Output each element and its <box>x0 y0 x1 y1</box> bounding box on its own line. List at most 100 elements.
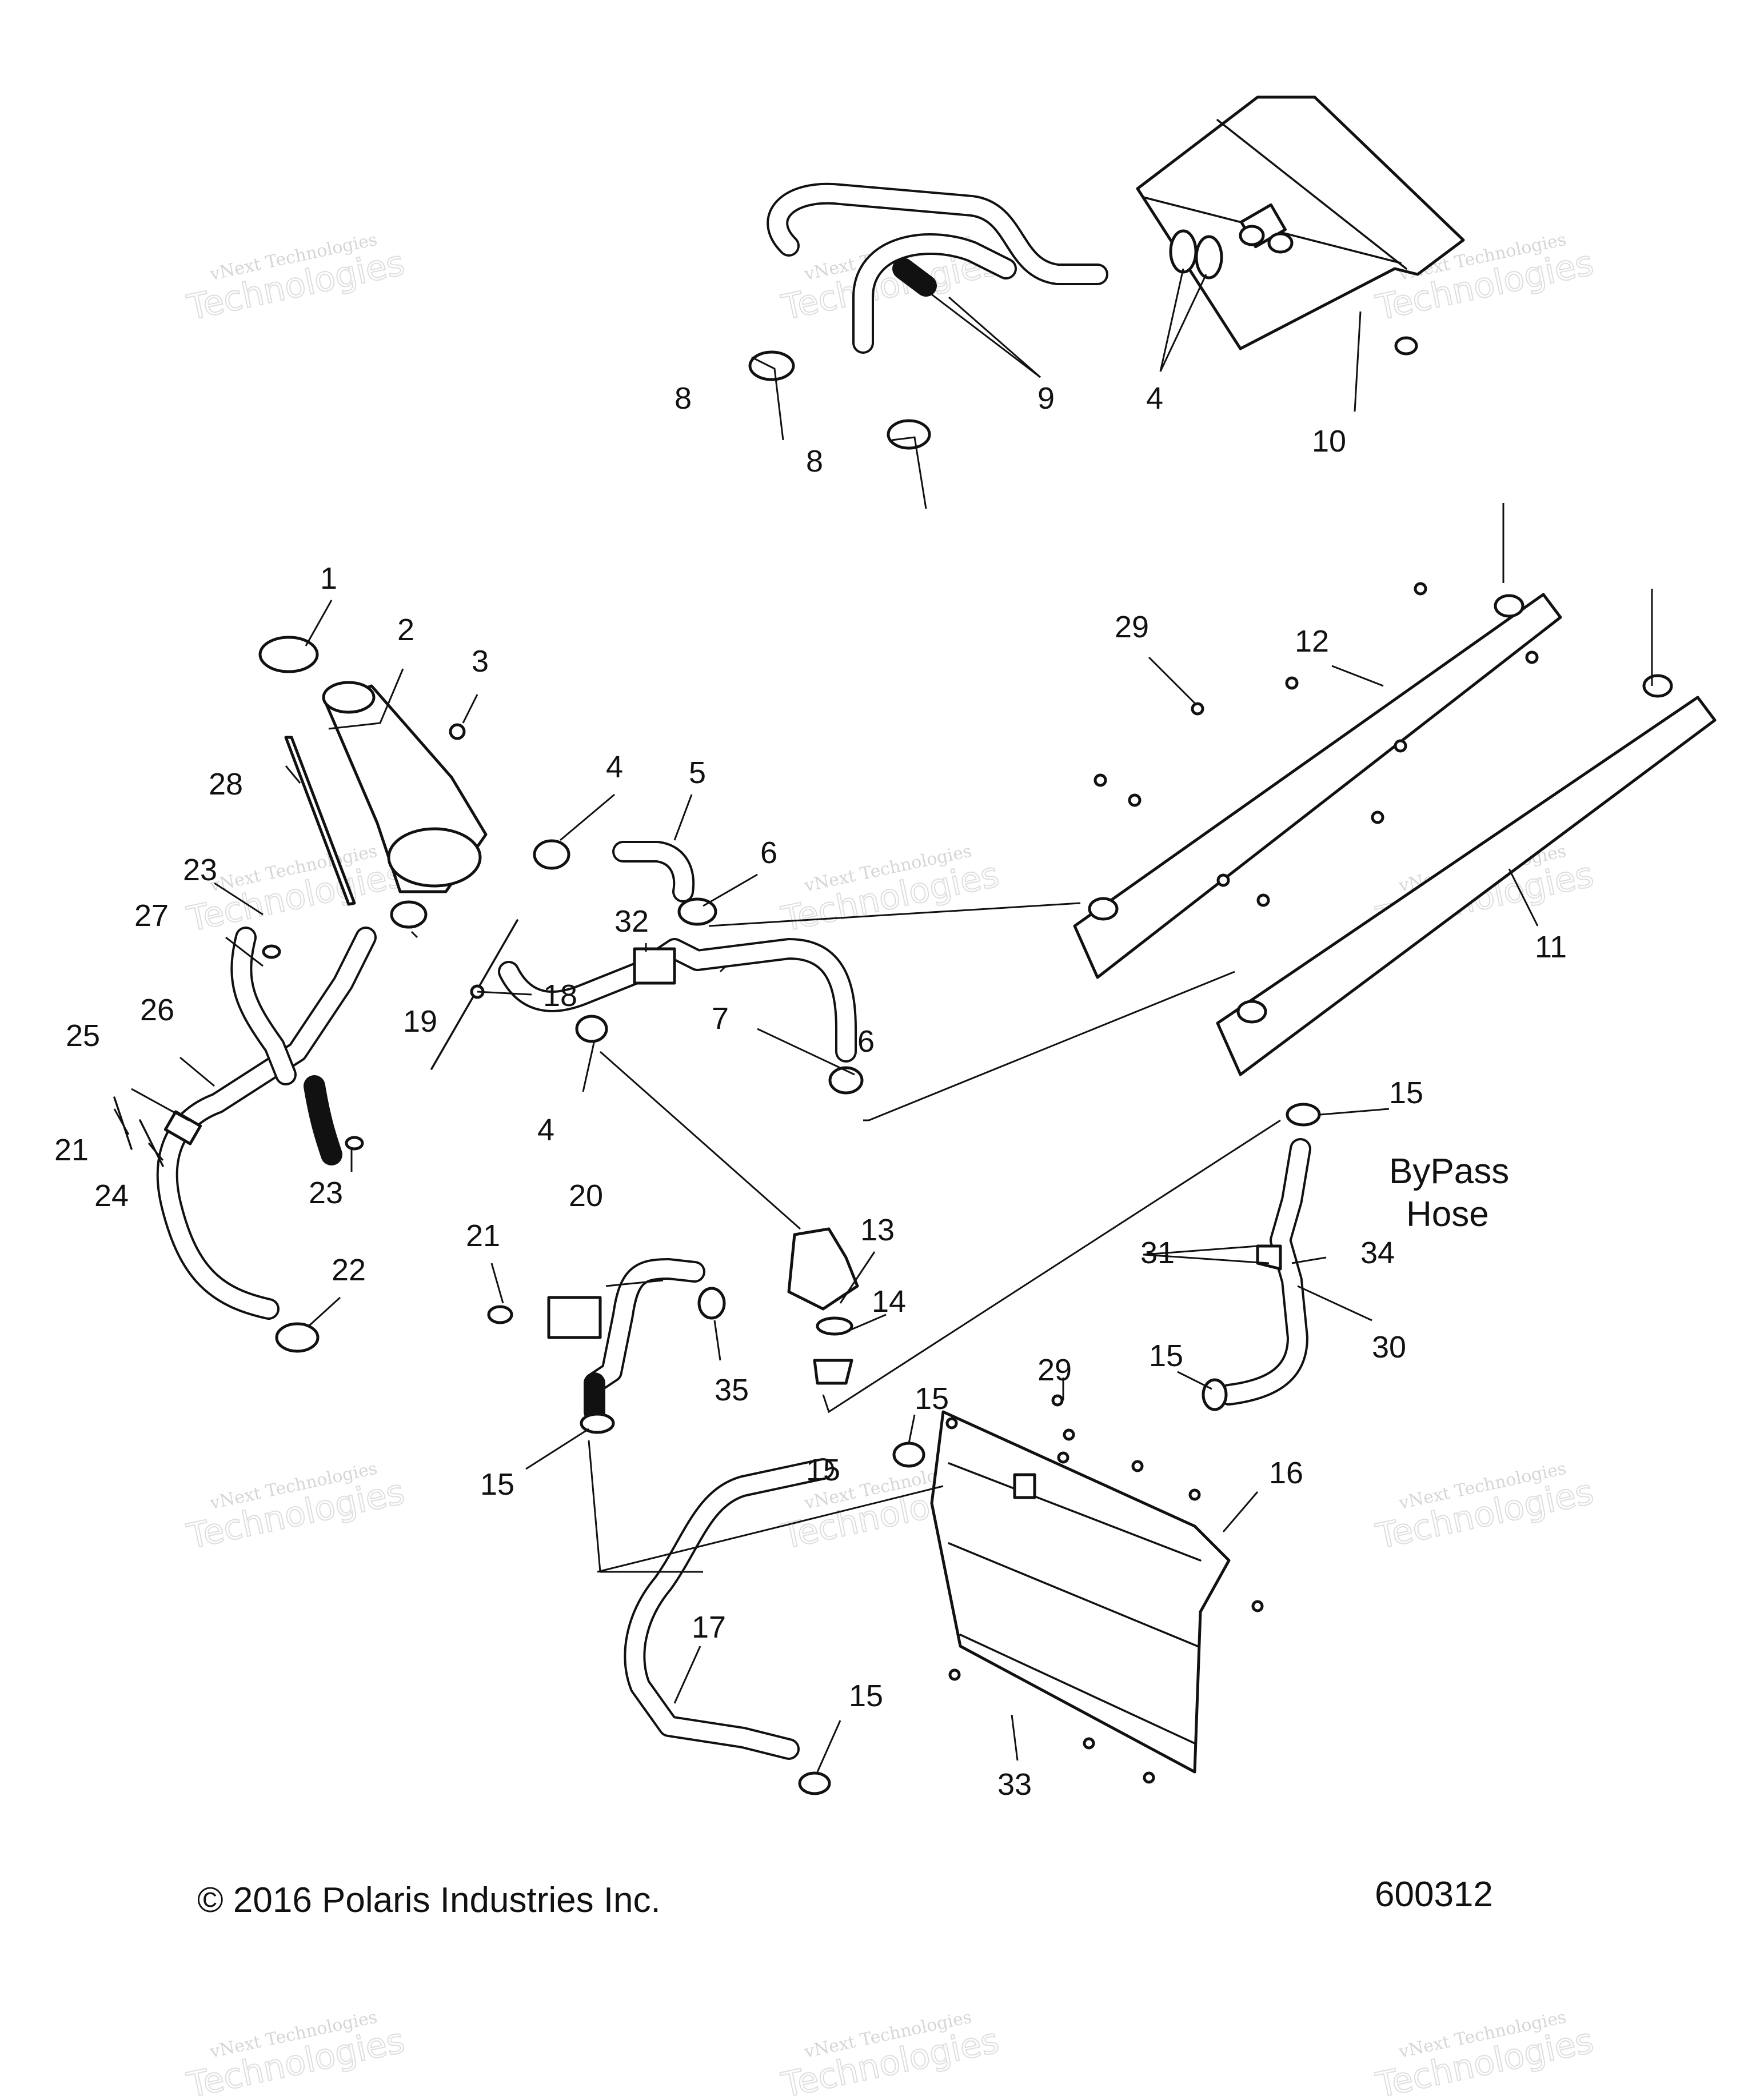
heater-hose <box>498 938 857 1063</box>
callout-12: 12 <box>1295 624 1329 658</box>
callout-26: 26 <box>140 993 174 1027</box>
radiator-shroud-lower <box>930 1394 1264 1784</box>
hose-clamp <box>798 1771 831 1795</box>
thermostat-housing <box>787 1227 859 1311</box>
watermark: vNext Technologies Technologies <box>777 841 1003 940</box>
plug <box>262 944 281 959</box>
callout-15: 15 <box>480 1467 514 1502</box>
upper-hoses <box>767 182 1108 354</box>
callout-15: 15 <box>1149 1339 1183 1373</box>
callout-34: 34 <box>1360 1236 1395 1270</box>
callout-21: 21 <box>466 1219 500 1253</box>
radiator-tube-lower <box>1216 674 1717 1076</box>
callout-6: 6 <box>857 1024 875 1059</box>
bracket <box>1256 1244 1282 1271</box>
copyright-text: © 2016 Polaris Industries Inc. <box>197 1881 661 1920</box>
callout-15: 15 <box>806 1453 840 1487</box>
drawing-number: 600312 <box>1375 1875 1493 1914</box>
callout-11: 11 <box>1535 930 1567 964</box>
callout-35: 35 <box>715 1373 749 1407</box>
radiator-shroud-upper <box>1136 95 1465 356</box>
callout-9: 9 <box>1037 381 1055 416</box>
watermark: vNext Technologies Technologies <box>183 841 409 940</box>
callout-labels: 1 2 3 4 4 4 5 6 6 7 8 8 9 10 11 12 13 14… <box>54 381 1567 1802</box>
thermostat <box>813 1359 853 1385</box>
lower-hose <box>156 927 377 1320</box>
hose-clamp <box>533 839 570 870</box>
hose-clamp <box>697 1287 726 1320</box>
hose-clamp <box>892 1442 925 1468</box>
watermark: vNext Technologies Technologies <box>183 230 409 329</box>
callout-2: 2 <box>397 613 414 647</box>
callout-33: 33 <box>997 1767 1032 1802</box>
hose-clamp <box>887 419 931 450</box>
callout-5: 5 <box>689 756 706 790</box>
callout-18: 18 <box>543 979 577 1013</box>
callout-4: 4 <box>606 750 623 784</box>
filler-neck <box>322 681 488 893</box>
screws <box>1093 582 1539 907</box>
watermarks: vNext Technologies Technologies vNext Te… <box>183 230 1598 2100</box>
callout-10: 10 <box>1312 424 1346 458</box>
callout-15: 15 <box>849 1679 883 1713</box>
watermark: vNext Technologies Technologies <box>1372 1459 1598 1558</box>
note-line-2: Hose <box>1406 1195 1489 1234</box>
note-line-1: ByPass <box>1389 1152 1509 1191</box>
watermark: vNext Technologies Technologies <box>1372 2007 1598 2100</box>
hose-clamp <box>575 1015 608 1043</box>
callout-23: 23 <box>309 1176 343 1210</box>
callout-17: 17 <box>692 1610 726 1644</box>
lower-long-hose <box>624 1458 834 1760</box>
hose-clamp <box>748 350 795 381</box>
callout-19: 19 <box>403 1004 437 1039</box>
plug <box>345 1136 364 1151</box>
callout-15: 15 <box>1389 1076 1423 1110</box>
callout-29: 29 <box>1037 1353 1072 1387</box>
callout-7: 7 <box>712 1001 729 1036</box>
callout-22: 22 <box>332 1253 366 1287</box>
hose-clamp <box>828 1066 864 1095</box>
callout-20: 20 <box>569 1179 603 1213</box>
hose-clamp <box>487 1305 513 1324</box>
bypass-hose <box>1218 1138 1311 1406</box>
rod <box>284 736 356 906</box>
callout-30: 30 <box>1372 1330 1406 1364</box>
pin <box>139 1119 164 1167</box>
hose-clamp-pair <box>1169 229 1223 280</box>
hose-clamp <box>580 1412 615 1434</box>
leader-lines <box>113 268 1653 1772</box>
watermark: vNext Technologies Technologies <box>777 2007 1003 2100</box>
hose-clamp <box>1286 1103 1321 1127</box>
callout-13: 13 <box>860 1213 895 1247</box>
hose-clamp <box>677 897 717 926</box>
callout-8: 8 <box>806 444 823 478</box>
callout-25: 25 <box>66 1019 100 1053</box>
sensor <box>163 1110 202 1145</box>
callout-32: 32 <box>614 904 649 939</box>
nut <box>449 723 466 740</box>
callout-4: 4 <box>1146 381 1163 416</box>
callout-6: 6 <box>760 836 777 870</box>
callout-21: 21 <box>54 1133 89 1167</box>
callout-27: 27 <box>134 899 169 933</box>
callout-24: 24 <box>94 1179 129 1213</box>
callout-4: 4 <box>537 1113 554 1147</box>
hose-clamp <box>390 900 428 929</box>
callout-3: 3 <box>472 644 489 678</box>
thermostat-hose <box>547 1258 705 1423</box>
callout-28: 28 <box>209 767 243 801</box>
callout-8: 8 <box>675 381 692 416</box>
watermark: vNext Technologies Technologies <box>183 1459 409 1558</box>
radiator-cap <box>258 636 319 673</box>
o-ring <box>816 1316 853 1336</box>
radiator-tube-upper <box>1073 593 1562 979</box>
callout-1: 1 <box>320 561 337 596</box>
callout-31: 31 <box>1140 1236 1175 1270</box>
hose-clamp <box>275 1322 320 1353</box>
hose-clamp <box>1202 1378 1228 1411</box>
bypass-hose-note: ByPass Hose <box>1389 1152 1509 1234</box>
callout-29: 29 <box>1115 610 1149 644</box>
callout-16: 16 <box>1269 1456 1303 1490</box>
parts <box>113 95 1717 1795</box>
